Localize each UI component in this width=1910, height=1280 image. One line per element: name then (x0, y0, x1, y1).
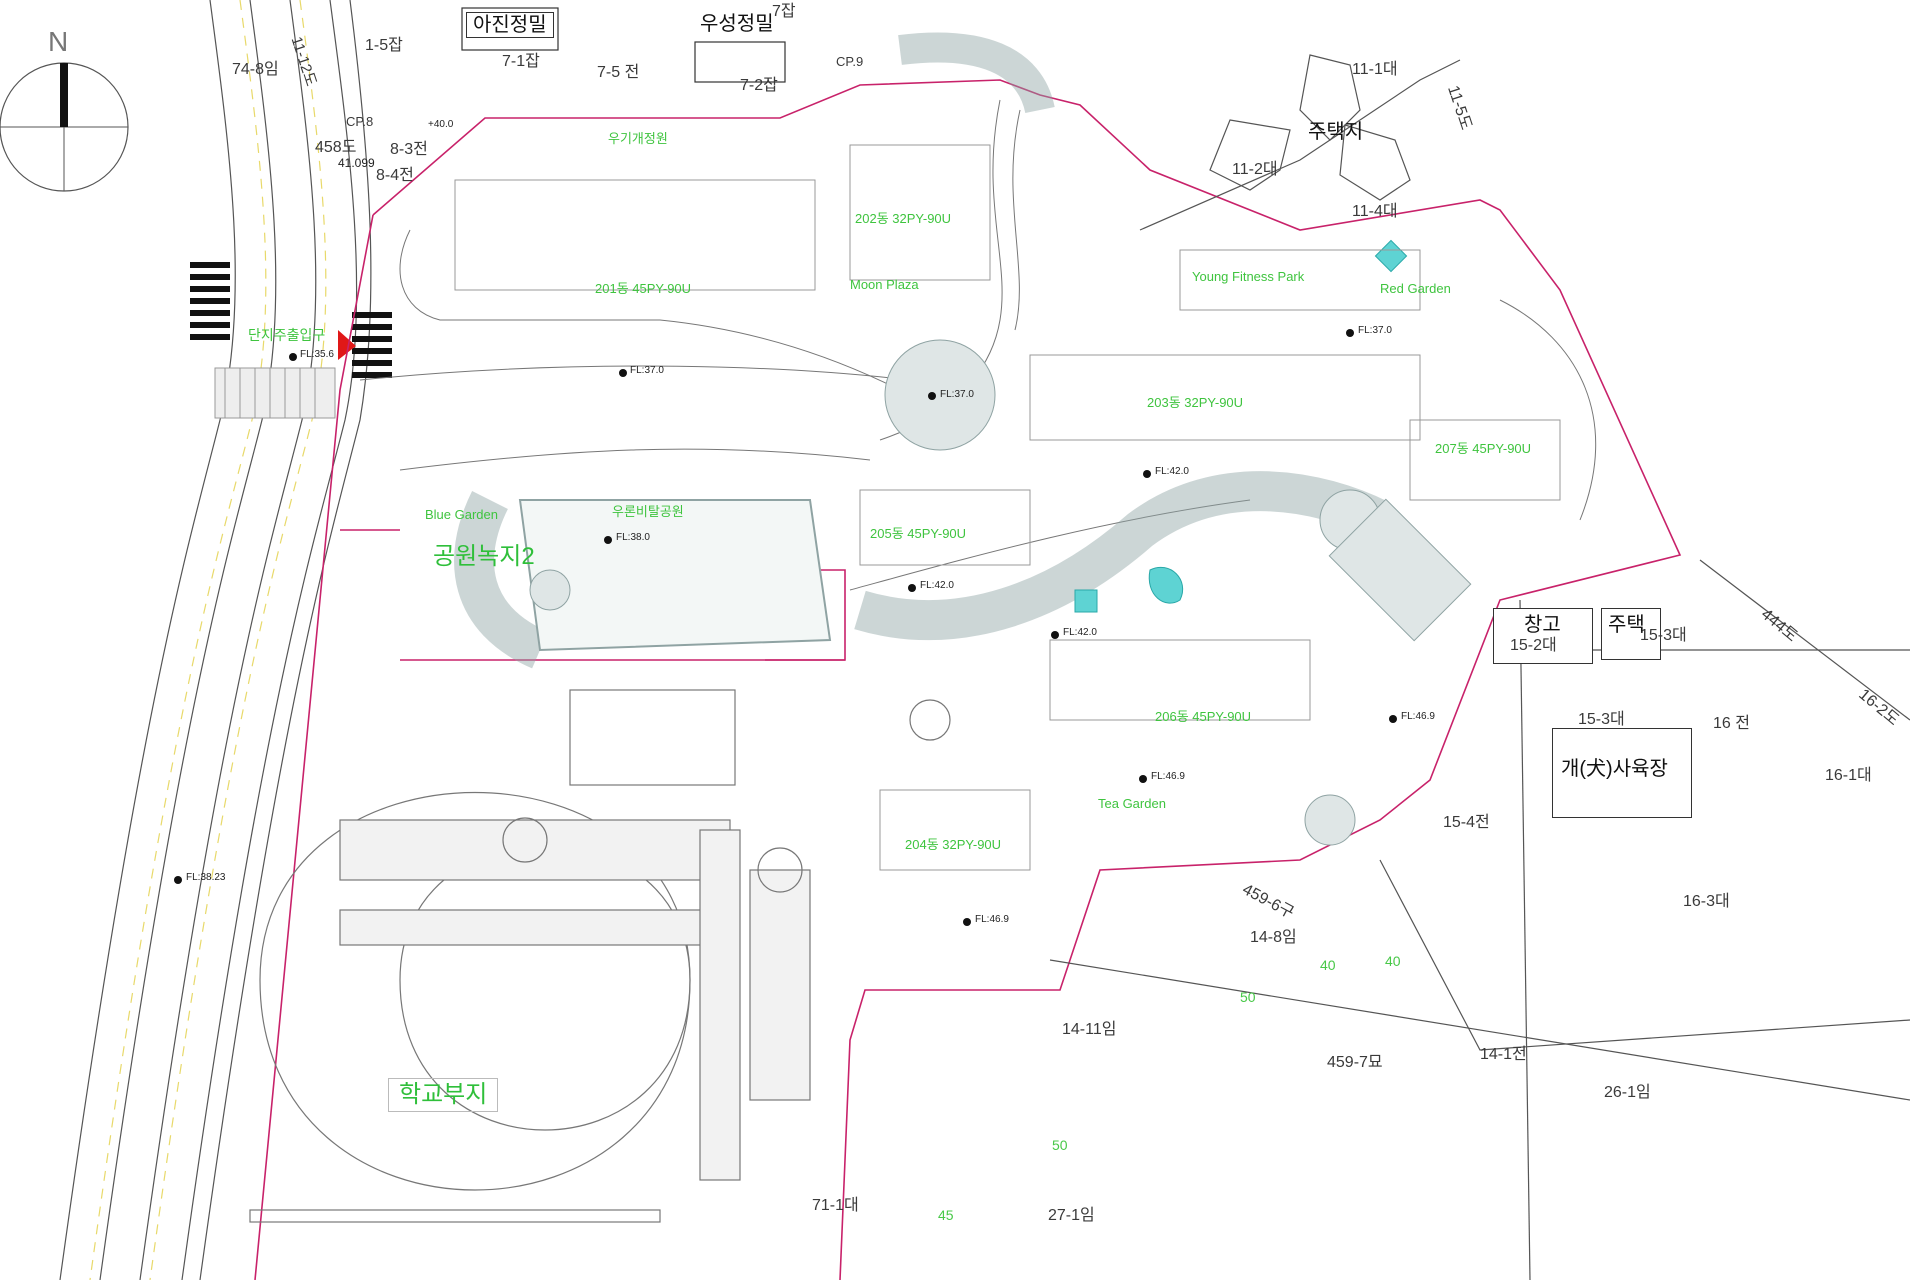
floor-level: FL:46.9 (975, 914, 1009, 925)
building-207: 207동 45PY-90U (1435, 441, 1532, 456)
place-entrance: 단지주출입구 (248, 327, 326, 343)
place-tea-garden: Tea Garden (1098, 796, 1166, 811)
parcel-label: 458도 (315, 139, 357, 156)
water-feature (1074, 239, 1408, 613)
floor-level: FL:42.0 (1063, 627, 1097, 638)
parcel-label: CP.9 (836, 54, 864, 69)
area-residential: 주택지 (1308, 121, 1364, 143)
parcel-label: 15-3대 (1578, 711, 1625, 728)
parcel-label: 14-11임 (1062, 1021, 1117, 1038)
floor-level: FL:46.9 (1401, 711, 1435, 722)
box-dog-farm: 개(犬)사육장 (1552, 728, 1692, 818)
building-202: 202동 32PY-90U (855, 211, 952, 226)
compass-icon (0, 62, 129, 192)
box-warehouse: 창고 (1493, 608, 1593, 664)
parcel-label: 11-4대 (1352, 203, 1398, 220)
parcel-label: 15-4전 (1443, 814, 1490, 831)
factory-outlines (461, 7, 786, 83)
floor-level: FL:42.0 (920, 580, 954, 591)
elevation: 40 (1385, 953, 1401, 969)
building-203: 203동 32PY-90U (1147, 395, 1244, 410)
place-waterfall: 우기개정원 (608, 131, 668, 146)
floor-level: FL:38.23 (186, 872, 226, 883)
building-206: 206동 45PY-90U (1155, 709, 1252, 724)
parcel-label: 74-8임 (232, 61, 279, 78)
floor-level: FL:37.0 (1358, 325, 1392, 336)
factory-woosung: 우성정밀 (700, 13, 774, 35)
elevation: +40.0 (428, 119, 454, 130)
crosswalks (190, 262, 392, 378)
floor-level: FL:35.6 (300, 349, 334, 360)
parcel-label: 14-1전 (1480, 1046, 1527, 1063)
place-park: 공원녹지2 (433, 543, 535, 570)
compass-letter: N (48, 26, 69, 57)
place-young-fitness-park: Young Fitness Park (1192, 269, 1305, 284)
place-playground: 우론비탈공원 (612, 504, 684, 519)
floor-level: FL:42.0 (1155, 466, 1189, 477)
parcel-label: 8-3전 (390, 141, 428, 158)
parcel-label: 7잡 (772, 3, 796, 20)
factory-ajin: 아진정밀 (466, 12, 554, 38)
parcel-label: 27-1임 (1048, 1207, 1095, 1224)
floor-level: FL:46.9 (1151, 771, 1185, 782)
residential-outlines (1049, 54, 1910, 1280)
parcel-label: 11-2대 (1232, 161, 1278, 178)
place-red-garden: Red Garden (1380, 281, 1451, 296)
place-school: 학교부지 (388, 1078, 499, 1112)
parcel-label: 7-1잡 (502, 53, 540, 70)
elevation: 50 (1052, 1137, 1068, 1153)
parcel-label: 8-4전 (376, 167, 414, 184)
parcel-label: 11-1대 (1352, 61, 1398, 78)
elevation: 50 (1240, 989, 1256, 1005)
parcel-label: 15-3대 (1640, 627, 1687, 644)
floor-level: FL:37.0 (940, 389, 974, 400)
parcel-label: 16-1대 (1825, 767, 1872, 784)
place-blue-garden: Blue Garden (425, 507, 498, 522)
elevation: 41.099 (338, 156, 375, 170)
hatched-plazas (529, 339, 1472, 846)
elevation: 45 (938, 1207, 954, 1223)
parcel-label: 14-8임 (1250, 929, 1297, 946)
building-205: 205동 45PY-90U (870, 526, 967, 541)
road-curves (359, 99, 1597, 591)
floor-level: FL:37.0 (630, 365, 664, 376)
parcel-label: 16 전 (1713, 715, 1750, 732)
parcel-label: 7-5 전 (597, 64, 640, 81)
building-204: 204동 32PY-90U (905, 837, 1002, 852)
parcel-label: 16-3대 (1683, 893, 1730, 910)
parcel-label: 26-1임 (1604, 1084, 1651, 1101)
floor-level: FL:38.0 (616, 532, 650, 543)
buildings (454, 144, 1561, 871)
parcel-label: 1-5잡 (365, 37, 403, 54)
place-moon-plaza: Moon Plaza (850, 277, 919, 292)
level-markers (174, 329, 1397, 926)
building-201: 201동 45PY-90U (595, 281, 692, 296)
parcel-label: CP.8 (346, 114, 374, 129)
box-house: 주택 (1601, 608, 1661, 660)
parcel-label: 459-7묘 (1327, 1054, 1383, 1071)
school-area (249, 689, 951, 1223)
parcel-label: 7-2잡 (740, 77, 778, 94)
parcel-label: 71-1대 (812, 1197, 859, 1214)
parcel-label: 15-2대 (1510, 637, 1557, 654)
crosswalk-hatched (214, 367, 336, 419)
elevation: 40 (1320, 957, 1336, 973)
